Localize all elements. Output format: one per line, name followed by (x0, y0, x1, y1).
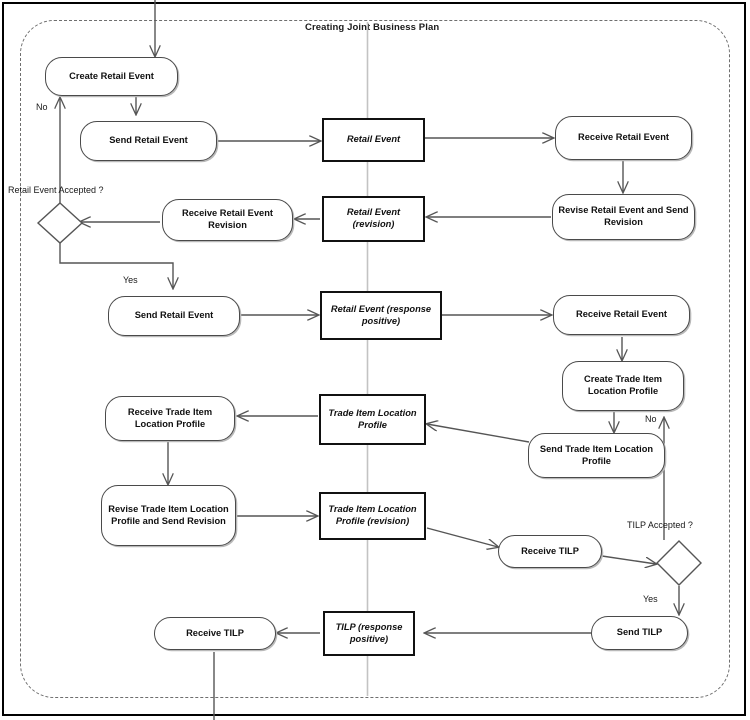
action-label: Send Trade Item Location Profile (539, 443, 654, 466)
object-label: TILP (response positive) (335, 621, 403, 644)
action-label: Revise Trade Item Location Profile and S… (108, 503, 229, 526)
object-label: Trade Item Location Profile (328, 407, 417, 430)
action-label: Receive Retail Event (578, 132, 669, 143)
action-label: Receive Trade Item Location Profile (127, 406, 213, 429)
object-label: Retail Event (346, 134, 401, 145)
object-tilp-response-positive[interactable]: TILP (response positive) (323, 611, 415, 656)
object-trade-item-location-profile-revision[interactable]: Trade Item Location Profile (revision) (319, 492, 426, 540)
action-receive-tilp-2[interactable]: Receive TILP (154, 617, 276, 650)
label-tilp-accepted: TILP Accepted ? (627, 520, 693, 530)
action-send-retail-event-2[interactable]: Send Retail Event (108, 296, 240, 336)
decision-retail-event-accepted (36, 202, 84, 244)
label-retail-no: No (36, 102, 48, 112)
object-label: Trade Item Location Profile (revision) (328, 504, 417, 526)
action-receive-retail-event-1[interactable]: Receive Retail Event (555, 116, 692, 160)
action-send-trade-item-location-profile[interactable]: Send Trade Item Location Profile (528, 433, 665, 478)
action-label: Receive TILP (521, 545, 579, 556)
action-label: Receive Retail Event Revision (182, 208, 273, 230)
action-label: Send Retail Event (134, 310, 214, 321)
label-tilp-no: No (645, 414, 657, 424)
object-retail-event[interactable]: Retail Event (322, 118, 425, 162)
action-revise-retail-event-send-revision[interactable]: Revise Retail Event and Send Revision (552, 194, 695, 240)
object-trade-item-location-profile[interactable]: Trade Item Location Profile (319, 394, 426, 445)
action-receive-tilp-1[interactable]: Receive TILP (498, 535, 602, 568)
action-label: Send Retail Event (109, 135, 188, 146)
object-retail-event-revision[interactable]: Retail Event (revision) (322, 196, 425, 242)
label-retail-yes: Yes (123, 275, 138, 285)
object-label: Retail Event (response positive) (330, 303, 432, 326)
action-label: Create Trade Item Location Profile (583, 374, 663, 396)
action-label: Receive Retail Event (576, 309, 667, 320)
label-retail-event-accepted: Retail Event Accepted ? (8, 185, 104, 195)
action-create-trade-item-location-profile[interactable]: Create Trade Item Location Profile (562, 361, 684, 411)
action-revise-trade-item-location-profile[interactable]: Revise Trade Item Location Profile and S… (101, 485, 236, 546)
action-label: Create Retail Event (69, 70, 154, 81)
action-label: Revise Retail Event and Send Revision (558, 205, 689, 227)
action-label: Receive TILP (186, 627, 244, 638)
action-receive-retail-event-2[interactable]: Receive Retail Event (553, 295, 690, 335)
label-tilp-yes: Yes (643, 594, 658, 604)
object-retail-event-response-positive[interactable]: Retail Event (response positive) (320, 291, 442, 340)
activity-partition-boundary (20, 20, 730, 698)
decision-tilp-accepted (656, 540, 702, 586)
action-create-retail-event[interactable]: Create Retail Event (45, 57, 178, 96)
action-receive-trade-item-location-profile[interactable]: Receive Trade Item Location Profile (105, 396, 235, 441)
action-send-retail-event-1[interactable]: Send Retail Event (80, 121, 217, 161)
action-receive-retail-event-revision[interactable]: Receive Retail Event Revision (162, 199, 293, 241)
action-send-tilp-final[interactable]: Send TILP (591, 616, 688, 650)
action-label: Send TILP (616, 627, 663, 638)
partition-title: Creating Joint Business Plan (305, 22, 440, 33)
object-label: Retail Event (revision) (346, 207, 401, 229)
